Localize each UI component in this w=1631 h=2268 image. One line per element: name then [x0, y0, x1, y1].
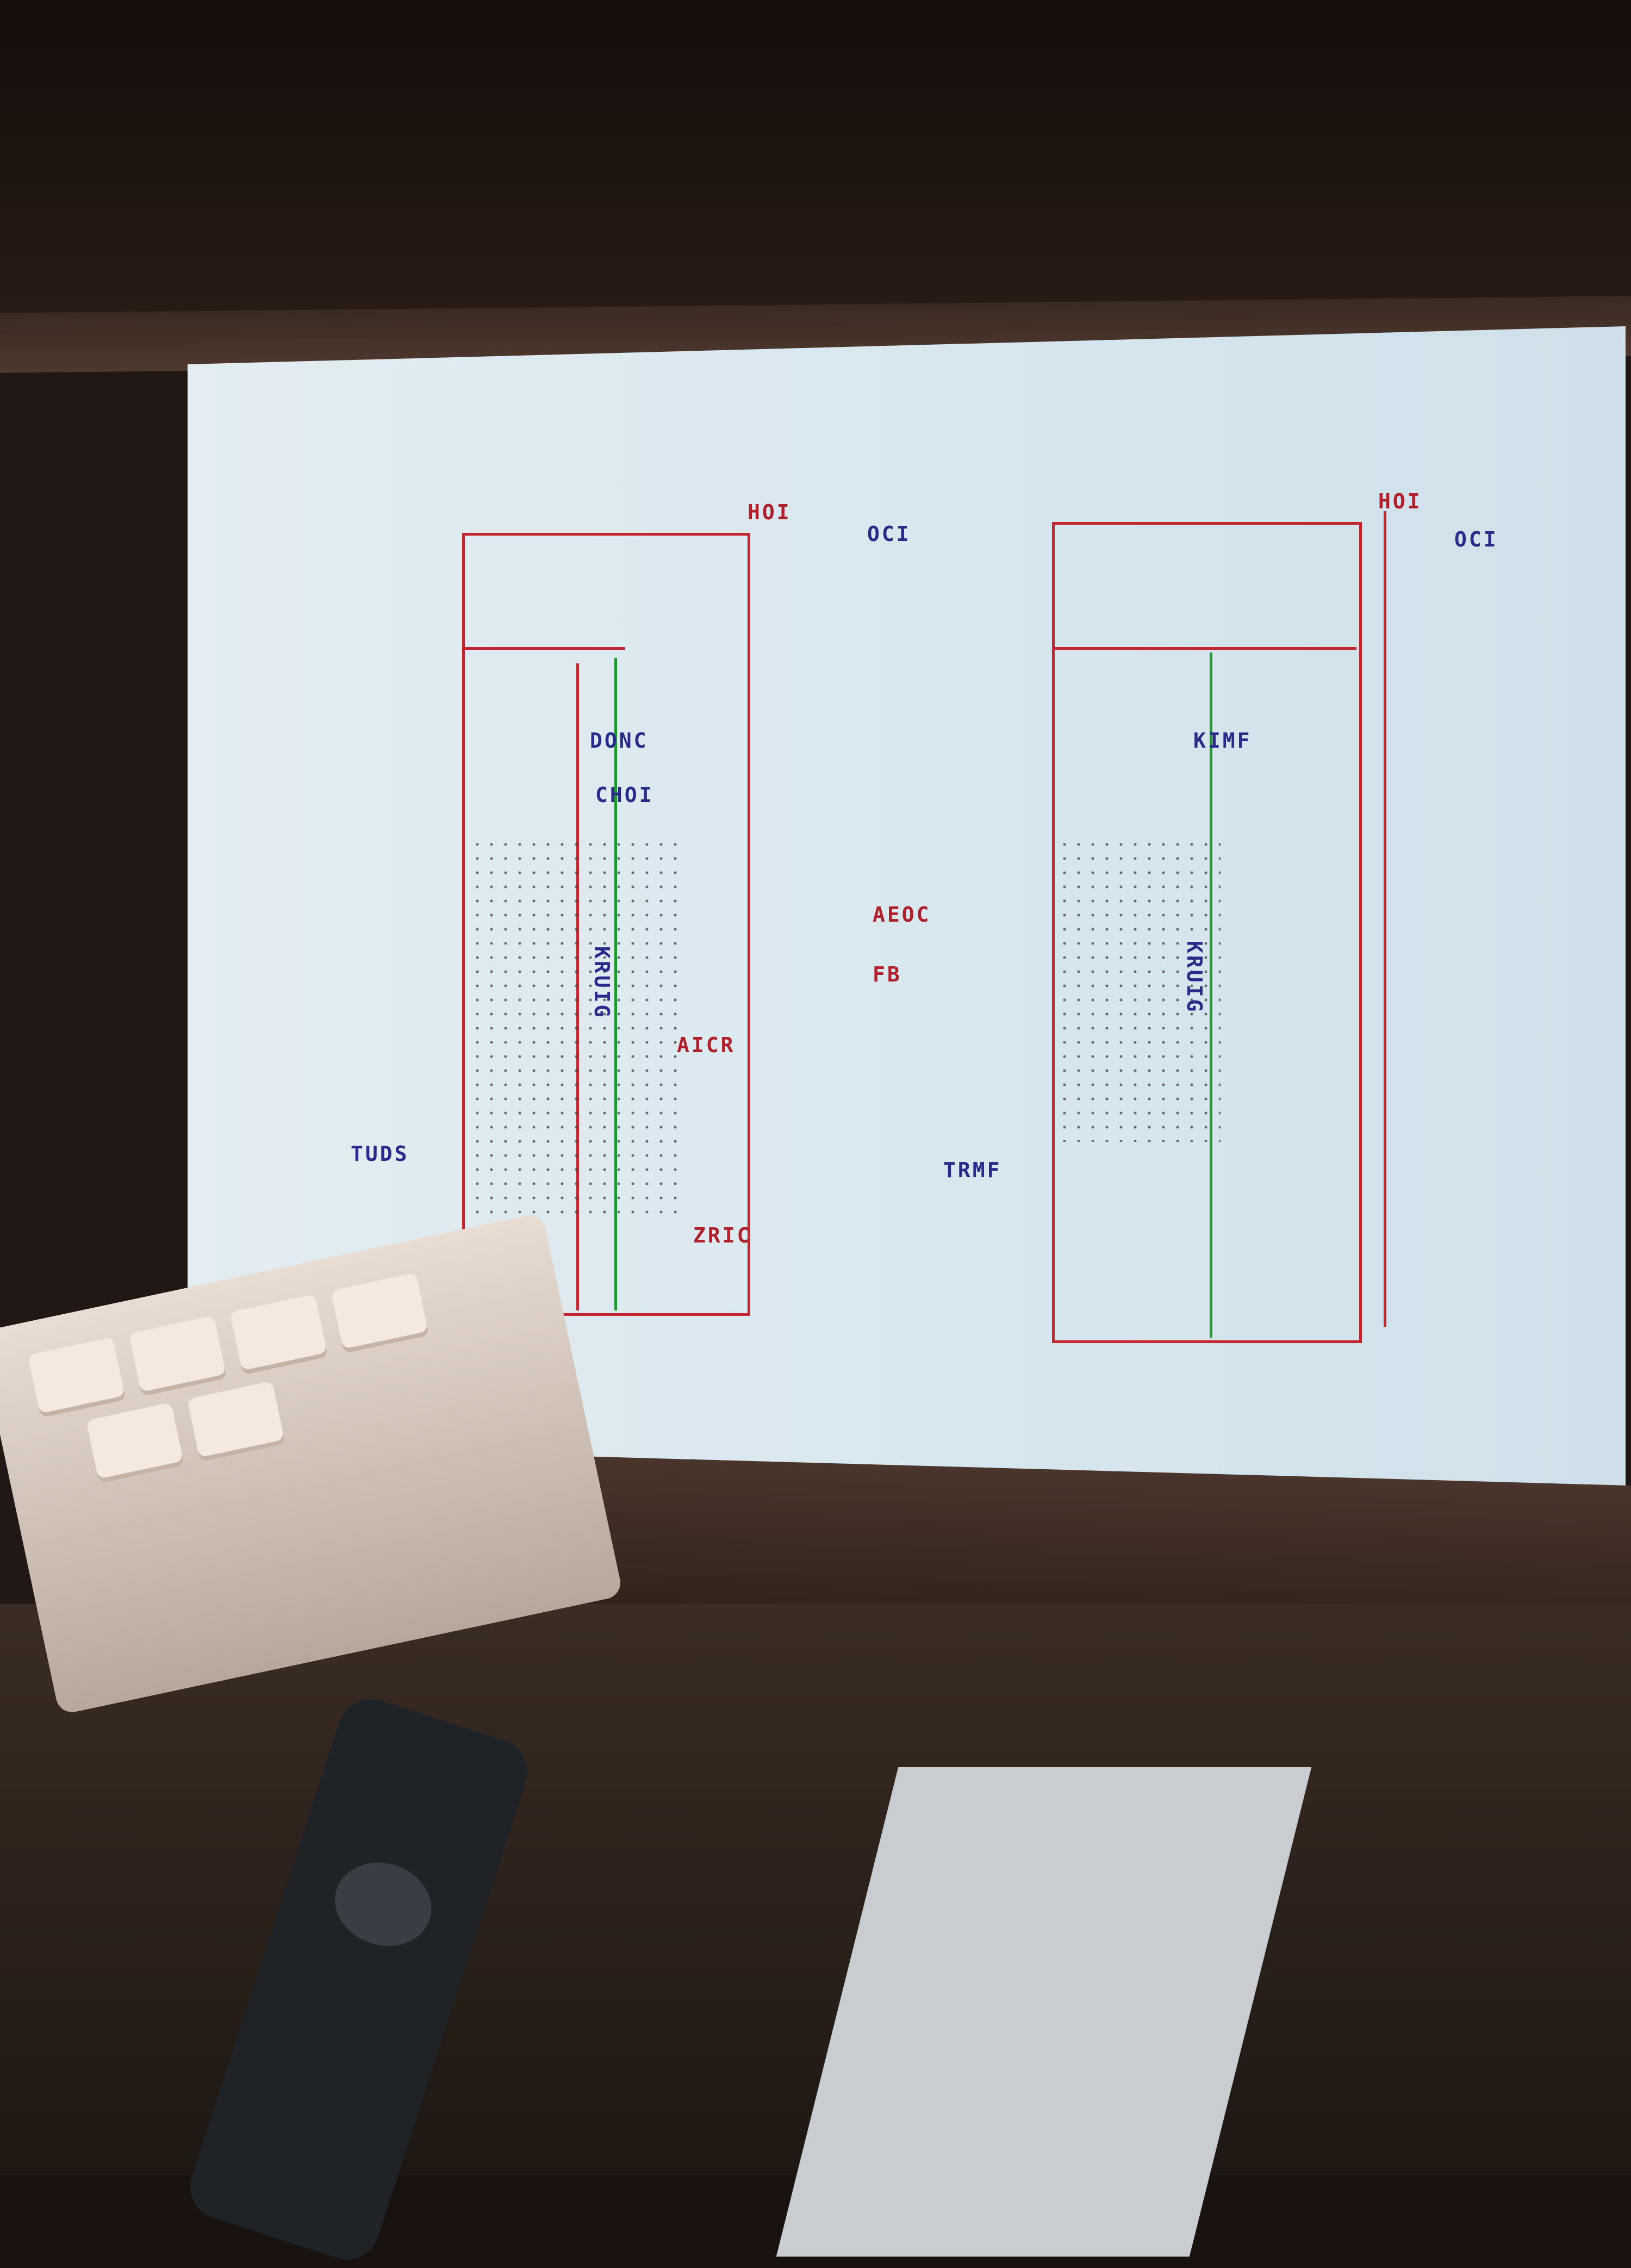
remote-dpad [324, 1850, 443, 1959]
right-label-3: KRUIG [1182, 941, 1206, 1014]
left-label-3: KRUIG [590, 946, 614, 1020]
right-diagram-divider [1052, 647, 1356, 650]
right-floorplan-diagram [1052, 522, 1362, 1343]
left-header-label-1: HOI [748, 500, 792, 524]
keyboard-key [27, 1337, 126, 1414]
wall-background [0, 0, 1631, 348]
keyboard-key [186, 1381, 285, 1458]
right-label-4: FB [873, 962, 902, 986]
keyboard-key [331, 1272, 428, 1350]
left-label-4: AICR [677, 1033, 736, 1057]
left-label-5: TUDS [351, 1142, 409, 1166]
left-header-label-2: OCI [867, 522, 911, 546]
keyboard-key [86, 1402, 184, 1479]
right-label-5: TRMF [943, 1158, 1002, 1182]
left-diagram-divider [462, 647, 625, 650]
left-diagram-pattern [470, 837, 677, 1218]
left-floorplan-diagram [462, 533, 750, 1316]
right-label-1: KIMF [1193, 729, 1252, 753]
left-label-2: CHOI [595, 783, 654, 807]
right-diagram-pattern [1057, 837, 1221, 1142]
right-label-2: AEOC [873, 903, 931, 927]
right-header-label-2: OCI [1454, 527, 1498, 551]
keyboard-key [229, 1294, 327, 1371]
left-label-1: DONC [590, 729, 649, 753]
left-label-6: ZRIC [693, 1223, 752, 1247]
right-header-label-1: HOI [1378, 489, 1422, 513]
right-diagram-red-line [1384, 511, 1386, 1327]
keyboard-key [128, 1315, 226, 1393]
